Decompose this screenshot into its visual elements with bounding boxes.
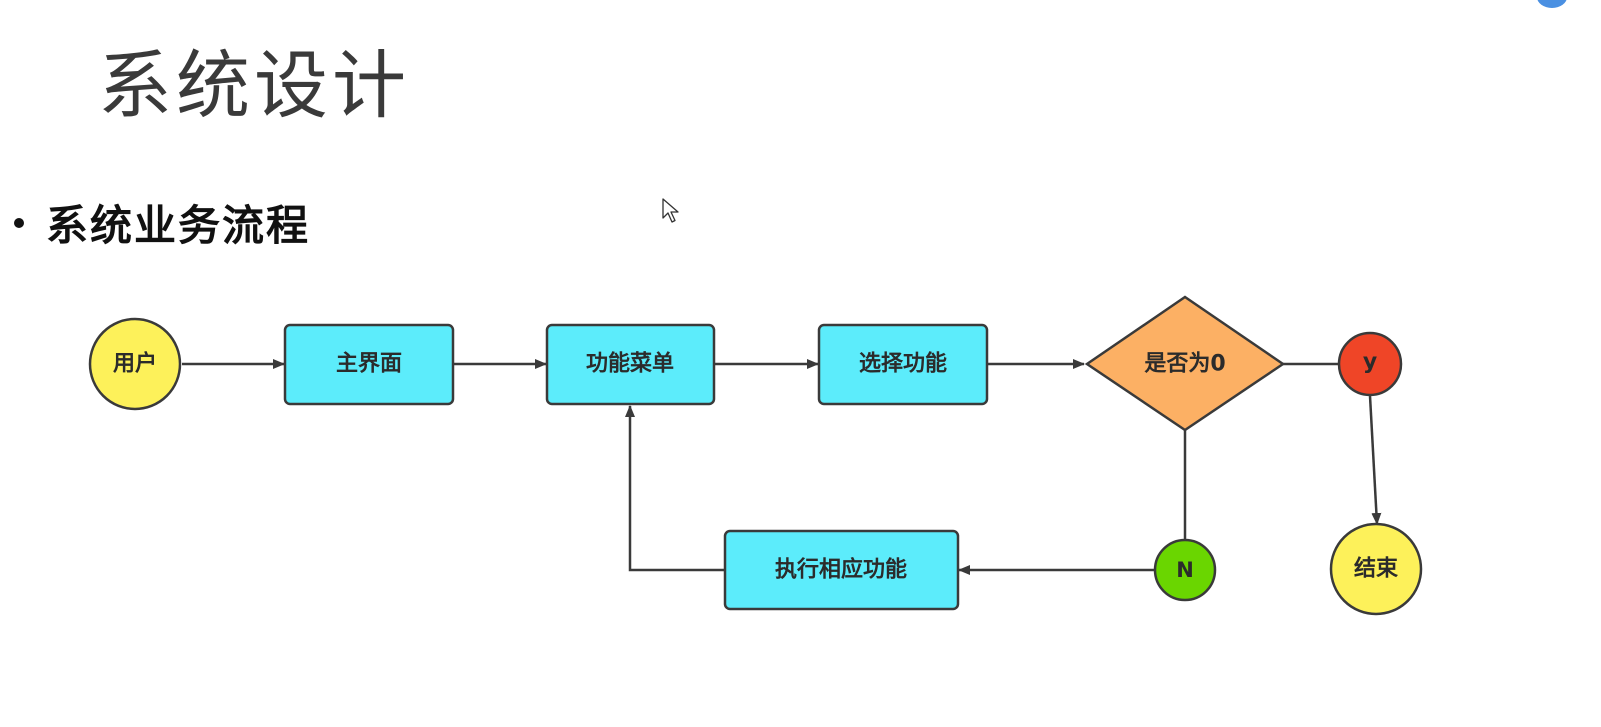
node-yes: y bbox=[1337, 331, 1403, 397]
slide-title: 系统设计 bbox=[98, 43, 410, 129]
node-menu-shape bbox=[545, 323, 716, 406]
node-execute: 执行相应功能 bbox=[723, 529, 960, 611]
node-user-label: 用户 bbox=[113, 351, 157, 377]
mouse-cursor-icon bbox=[662, 198, 679, 223]
node-decision: 是否为0 bbox=[1084, 295, 1286, 432]
node-no-label: N bbox=[1176, 558, 1194, 582]
connectors bbox=[182, 359, 1382, 575]
node-select: 选择功能 bbox=[817, 323, 989, 406]
edge-yes-to-end bbox=[1368, 395, 1382, 525]
node-decision-shape bbox=[1084, 295, 1286, 432]
node-execute-shape bbox=[723, 529, 960, 611]
node-user: 用户 bbox=[88, 317, 182, 411]
node-execute-label: 执行相应功能 bbox=[775, 557, 907, 583]
node-main-ui-label: 主界面 bbox=[336, 352, 402, 377]
node-decision-label: 是否为0 bbox=[1144, 352, 1225, 377]
node-end: 结束 bbox=[1329, 522, 1423, 616]
node-yes-shape bbox=[1337, 331, 1403, 397]
node-menu: 功能菜单 bbox=[545, 323, 716, 406]
node-select-shape bbox=[817, 323, 989, 406]
node-select-label: 选择功能 bbox=[859, 351, 947, 377]
edge-execute-to-menu bbox=[625, 405, 724, 572]
corner-avatar-fragment bbox=[1537, 0, 1567, 8]
node-menu-label: 功能菜单 bbox=[586, 351, 674, 377]
bullet-dot-icon bbox=[14, 217, 24, 228]
node-end-shape bbox=[1329, 522, 1423, 616]
node-main-ui: 主界面 bbox=[283, 323, 455, 406]
node-end-label: 结束 bbox=[1354, 556, 1399, 582]
bullet-text: 系统业务流程 bbox=[46, 201, 311, 250]
node-user-shape bbox=[88, 317, 182, 411]
node-no-shape bbox=[1153, 538, 1217, 602]
node-main-ui-shape bbox=[283, 323, 455, 406]
bullet-item: 系统业务流程 bbox=[14, 192, 310, 253]
node-no: N bbox=[1153, 538, 1217, 602]
node-yes-label: y bbox=[1363, 350, 1377, 375]
